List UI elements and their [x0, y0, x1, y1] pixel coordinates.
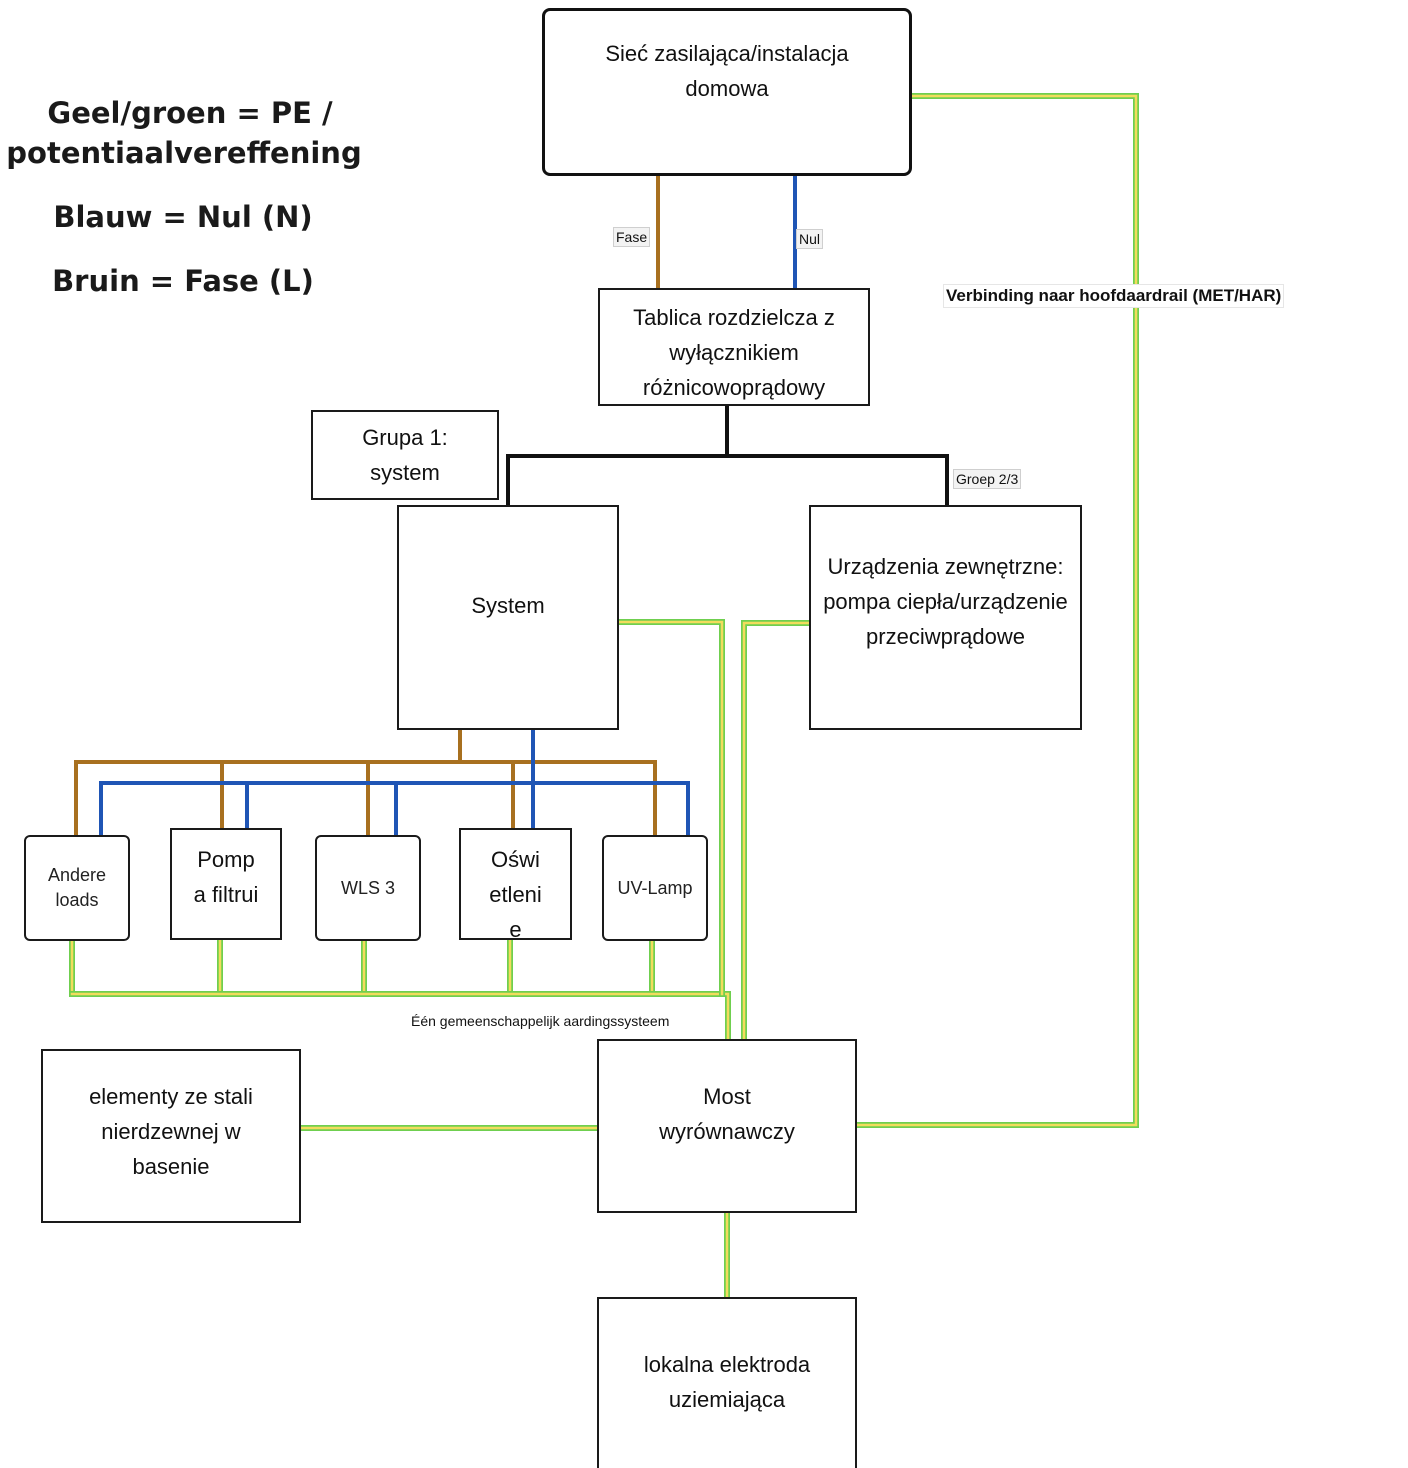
andere-loads-label: Andere loads — [47, 865, 107, 910]
wls3-box: WLS 3 — [315, 835, 421, 941]
group1-box: Grupa 1: system — [311, 410, 499, 500]
pe-common-bus-stripe — [70, 992, 730, 1041]
group1-label: Grupa 1: system — [362, 425, 448, 485]
supply-label: Sieć zasilająca/instalacja domowa — [605, 41, 849, 101]
pe-system-to-bus-stripe — [617, 620, 724, 996]
uv-lamp-box: UV-Lamp — [602, 835, 708, 941]
pe-external-to-bridge-stripe — [742, 621, 811, 1041]
lighting-box: Oświ etleni e — [459, 828, 572, 940]
external-devices-label: Urządzenia zewnętrzne: pompa ciepła/urzą… — [823, 554, 1068, 649]
pe-external-to-bridge — [741, 620, 812, 1042]
external-devices-box: Urządzenia zewnętrzne: pompa ciepła/urzą… — [809, 505, 1082, 730]
lighting-label: Oświ etleni e — [489, 847, 542, 940]
main-earth-label: Verbinding naar hoofdaardrail (MET/HAR) — [943, 284, 1285, 308]
legend-pe: Geel/groen = PE / — [47, 96, 333, 130]
wls3-label: WLS 3 — [340, 877, 396, 898]
equipotential-bridge-box: Most wyrównawczy — [597, 1039, 857, 1213]
group-2-3-label: Groep 2/3 — [953, 469, 1022, 489]
neutral-wire-label: Nul — [796, 229, 824, 249]
legend-neutral: Blauw = Nul (N) — [53, 200, 313, 234]
distribution-board-box: Tablica rozdzielcza z wyłącznikiem różni… — [598, 288, 870, 406]
legend-pe-cont: potentiaalvereffening — [6, 136, 362, 170]
filter-pump-label: Pomp a filtrui — [193, 847, 259, 907]
pe-main-earth-rail-stripe — [855, 94, 1138, 1127]
stainless-steel-box: elementy ze stali nierdzewnej w basenie — [41, 1049, 301, 1223]
earth-electrode-box: lokalna elektroda uziemiająca — [597, 1297, 857, 1468]
supply-box: Sieć zasilająca/instalacja domowa — [542, 8, 912, 176]
system-label: System — [471, 593, 545, 618]
distribution-board-label: Tablica rozdzielcza z wyłącznikiem różni… — [633, 305, 835, 400]
filter-pump-box: Pomp a filtrui — [170, 828, 282, 940]
common-earthing-label: Één gemeenschappelijk aardingssysteem — [411, 1013, 670, 1029]
andere-loads-box: Andere loads — [24, 835, 130, 941]
legend-phase: Bruin = Fase (L) — [52, 264, 314, 298]
stainless-steel-label: elementy ze stali nierdzewnej w basenie — [89, 1083, 253, 1179]
phase-wire-label: Fase — [613, 227, 651, 247]
system-box: System — [397, 505, 619, 730]
equipotential-bridge-label: Most wyrównawczy — [659, 1084, 795, 1144]
earth-electrode-label: lokalna elektroda uziemiająca — [643, 1352, 811, 1412]
uv-lamp-label: UV-Lamp — [617, 877, 693, 898]
